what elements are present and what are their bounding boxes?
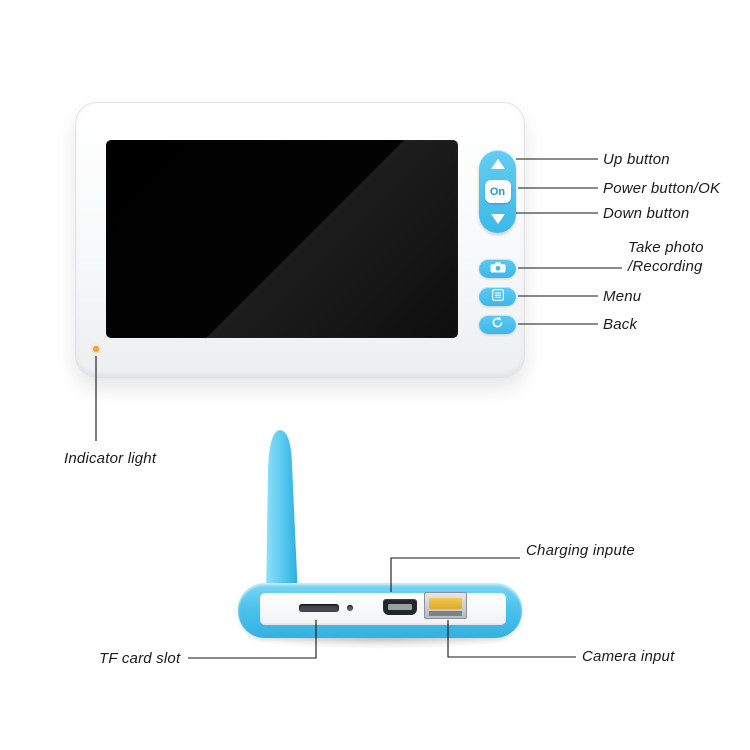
menu-button bbox=[479, 287, 516, 306]
camera-icon bbox=[490, 260, 506, 278]
menu-icon bbox=[491, 288, 504, 306]
usb-slot bbox=[429, 611, 462, 616]
down-arrow-icon bbox=[490, 214, 505, 224]
label-back: Back bbox=[603, 316, 638, 333]
label-camera-input: Camera input bbox=[582, 648, 675, 665]
label-down-button: Down button bbox=[603, 205, 690, 222]
reset-pinhole bbox=[347, 605, 353, 611]
camera-usb-port bbox=[424, 592, 467, 619]
label-menu: Menu bbox=[603, 288, 642, 305]
label-power-button: Power button/OK bbox=[603, 180, 721, 197]
label-take-photo: Take photo /Recording bbox=[628, 238, 704, 276]
tf-card-slot bbox=[299, 604, 339, 612]
take-photo-button bbox=[479, 259, 516, 278]
up-arrow-icon bbox=[490, 159, 505, 169]
back-icon bbox=[491, 316, 504, 334]
monitor-screen bbox=[106, 140, 458, 338]
label-tf-card-slot: TF card slot bbox=[99, 650, 181, 667]
charging-port-contact bbox=[388, 604, 412, 610]
label-charging-input: Charging inpute bbox=[526, 542, 635, 559]
label-indicator-light: Indicator light bbox=[64, 450, 157, 467]
label-up-button: Up button bbox=[603, 151, 670, 168]
label-take-photo-line2: /Recording bbox=[628, 258, 703, 275]
antenna bbox=[266, 430, 298, 597]
navigation-rocker-button: On bbox=[479, 150, 516, 233]
charging-port bbox=[383, 599, 417, 615]
indicator-led bbox=[93, 346, 99, 352]
usb-gold-tongue bbox=[429, 598, 462, 609]
power-ok-button-label: On bbox=[489, 185, 506, 198]
power-ok-button: On bbox=[484, 180, 511, 203]
back-button bbox=[479, 315, 516, 334]
label-take-photo-line1: Take photo bbox=[628, 239, 704, 256]
